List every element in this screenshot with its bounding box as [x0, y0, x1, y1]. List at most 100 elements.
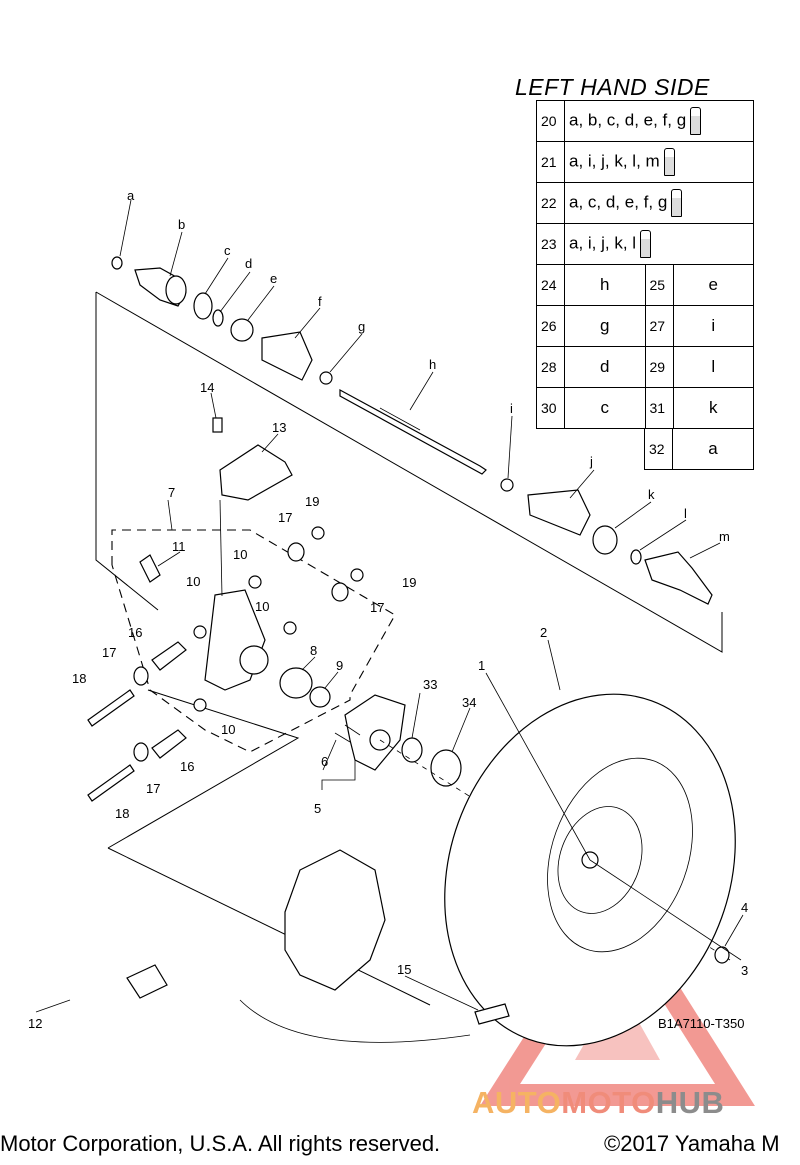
callout-17b: 17: [370, 600, 384, 615]
kit-parts: a, i, j, k, l: [564, 223, 754, 265]
table-title: LEFT HAND SIDE: [515, 74, 710, 100]
kit-row: 21 a, i, j, k, l, m: [536, 141, 754, 183]
callout-1: 1: [478, 658, 485, 673]
callout-10c: 10: [255, 599, 269, 614]
pair-number: 27: [644, 305, 674, 347]
callout-17d: 17: [146, 781, 160, 796]
grease-tube-icon: [640, 230, 652, 258]
callout-2: 2: [540, 625, 547, 640]
callout-16b: 16: [180, 759, 194, 774]
callout-11: 11: [172, 539, 186, 554]
pair-part: l: [672, 346, 754, 388]
kit-number: 21: [536, 141, 565, 183]
callout-19b: 19: [402, 575, 416, 590]
callout-f: f: [318, 294, 322, 309]
diagram-code: B1A7110-T350: [658, 1016, 745, 1031]
callout-17c: 17: [102, 645, 116, 660]
callout-10d: 10: [221, 722, 235, 737]
callout-m: m: [719, 529, 730, 544]
callout-12: 12: [28, 1016, 42, 1031]
callout-15: 15: [397, 962, 411, 977]
callout-9: 9: [336, 658, 343, 673]
pair-row: 26 g 27 i: [536, 305, 754, 347]
kit-row: 23 a, i, j, k, l: [536, 223, 754, 265]
callout-19a: 19: [305, 494, 319, 509]
pair-number: 31: [644, 387, 674, 429]
callout-h: h: [429, 357, 436, 372]
callout-4: 4: [741, 900, 748, 915]
part-single-table: 32 a: [644, 428, 754, 470]
callout-17a: 17: [278, 510, 292, 525]
axle-assembly: [111, 256, 713, 605]
pair-part: e: [672, 264, 754, 306]
kit-parts: a, c, d, e, f, g: [564, 182, 754, 224]
grease-tube-icon: [671, 189, 683, 217]
watermark-part1: AUTO: [472, 1085, 562, 1120]
callout-e: e: [270, 271, 277, 286]
pair-number: 32: [644, 428, 673, 470]
callout-13: 13: [272, 420, 286, 435]
grease-tube-icon: [663, 148, 675, 176]
callout-14: 14: [200, 380, 214, 395]
kit-number: 23: [536, 223, 565, 265]
callout-18a: 18: [72, 671, 86, 686]
pair-row: 24 h 25 e: [536, 264, 754, 306]
kit-table: 20 a, b, c, d, e, f, g 21 a, i, j, k, l,…: [536, 100, 754, 265]
pair-part: a: [672, 428, 754, 470]
callout-j: j: [589, 454, 593, 469]
pair-part: c: [564, 387, 646, 429]
kit-parts: a, b, c, d, e, f, g: [564, 100, 754, 142]
callout-labels: a b c d e f g h i j k l m 1 2 3 4 5 6 7 …: [28, 188, 748, 1031]
watermark-part2: MOTO: [561, 1085, 656, 1120]
pair-number: 30: [536, 387, 565, 429]
pair-row: 28 d 29 l: [536, 346, 754, 388]
callout-7: 7: [168, 485, 175, 500]
pair-number: 29: [644, 346, 674, 388]
callout-10b: 10: [186, 574, 200, 589]
leader-lines: [35, 199, 744, 1013]
pair-part: h: [564, 264, 646, 306]
grease-tube-icon: [690, 107, 702, 135]
callout-3: 3: [741, 963, 748, 978]
pair-number: 24: [536, 264, 565, 306]
callout-a: a: [127, 188, 135, 203]
knuckle-subassembly-outline: [111, 499, 396, 753]
assembly-frame: [95, 291, 723, 1006]
kit-parts: a, i, j, k, l, m: [564, 141, 754, 183]
copyright-left: Motor Corporation, U.S.A. All rights res…: [0, 1131, 441, 1156]
kit-row: 22 a, c, d, e, f, g: [536, 182, 754, 224]
callout-k: k: [648, 487, 655, 502]
pair-row: 32 a: [644, 428, 754, 470]
callout-b: b: [178, 217, 185, 232]
watermark-part3: HUB: [655, 1085, 725, 1120]
part-pair-table: 24 h 25 e 26 g 27 i 28 d 29 l 30 c 31 k: [536, 264, 754, 429]
callout-d: d: [245, 256, 252, 271]
callout-10a: 10: [233, 547, 247, 562]
pair-number: 28: [536, 346, 565, 388]
callout-8: 8: [310, 643, 317, 658]
kit-row: 20 a, b, c, d, e, f, g: [536, 100, 754, 142]
callout-33: 33: [423, 677, 437, 692]
pair-number: 26: [536, 305, 565, 347]
pair-part: g: [564, 305, 646, 347]
callout-l: l: [684, 506, 687, 521]
pair-part: k: [672, 387, 754, 429]
kit-number: 20: [536, 100, 565, 142]
callout-16a: 16: [128, 625, 142, 640]
callout-c: c: [224, 243, 231, 258]
pair-row: 30 c 31 k: [536, 387, 754, 429]
kit-number: 22: [536, 182, 565, 224]
copyright-right: ©2017 Yamaha M: [604, 1131, 780, 1156]
pair-part: i: [672, 305, 754, 347]
callout-18b: 18: [115, 806, 129, 821]
knuckle-group: [87, 417, 364, 802]
callout-i: i: [510, 401, 513, 416]
pair-part: d: [564, 346, 646, 388]
callout-5: 5: [314, 801, 321, 816]
pair-number: 25: [644, 264, 674, 306]
callout-6: 6: [321, 754, 328, 769]
callout-g: g: [358, 319, 365, 334]
hub-wheel-group: [126, 693, 736, 1047]
watermark-logo: AUTOMOTOHUB: [472, 1085, 724, 1121]
